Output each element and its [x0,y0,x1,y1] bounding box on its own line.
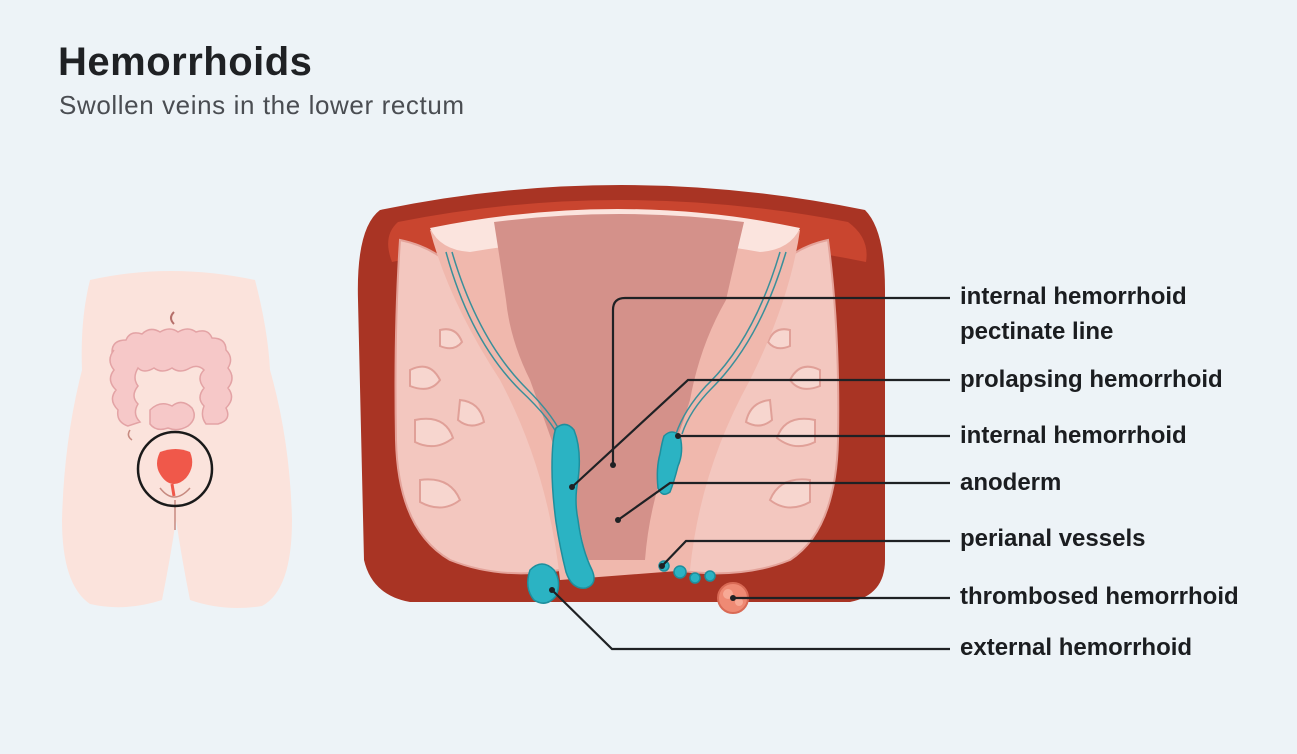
leader-perianal [661,539,950,567]
cross-section-diagram [357,185,885,614]
leader-prolapsing [571,378,950,488]
leader-anoderm [617,481,950,521]
body-figure [62,271,292,608]
label-anoderm: anoderm [960,469,1062,496]
leader-lines [551,296,950,651]
label-prolapsing-hemorrhoid: prolapsing hemorrhoid [960,366,1223,393]
label-thrombosed-hemorrhoid: thrombosed hemorrhoid [960,583,1239,610]
label-internal-hemorrhoid: internal hemorrhoid [960,422,1187,449]
navel-icon [170,311,175,325]
page-subtitle: Swollen veins in the lower rectum [59,90,465,120]
label-internal-hemorrhoid-top: internal hemorrhoid [960,283,1187,310]
label-pectinate-line: pectinate line [960,318,1114,345]
rectum-highlight-icon [157,449,193,484]
hemorrhoid-clusters [527,423,716,604]
label-external-hemorrhoid: external hemorrhoid [960,634,1193,661]
focus-circle [136,430,214,508]
colon-icon [109,328,233,431]
page-title: Hemorrhoids [58,40,313,84]
genital-outline [159,487,191,498]
label-perianal-vessels: perianal vessels [960,525,1146,552]
rectal-canal [494,214,744,560]
leader-external [551,589,950,651]
leader-internal-hemorrhoid-top [611,296,950,465]
torso-silhouette [62,271,292,608]
